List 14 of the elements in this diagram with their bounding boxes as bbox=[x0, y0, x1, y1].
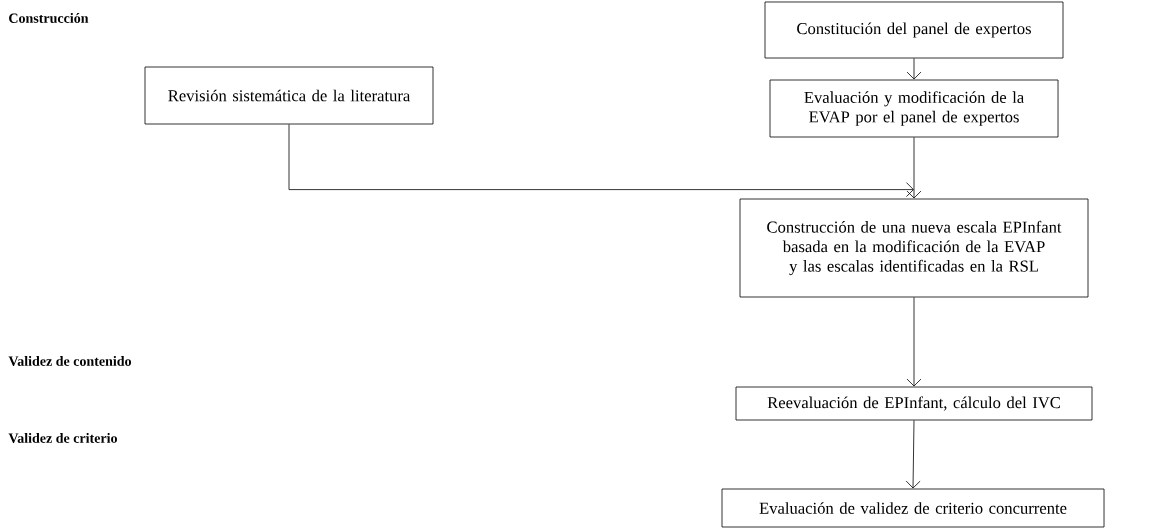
section-label: Validez de criterio bbox=[8, 433, 117, 443]
arrow bbox=[288, 124, 914, 197]
arrow bbox=[905, 420, 921, 489]
process-box: Construcción de una nueva escala EPInfant basada en la modificación de la EVAP y las escalas identificadas en la RSL bbox=[739, 198, 1089, 298]
section-label: Validez de contenido bbox=[8, 356, 131, 366]
process-box: Evaluación y modificación de la EVAP por el panel de expertos bbox=[769, 79, 1059, 138]
arrow bbox=[906, 58, 922, 80]
process-box: Reevaluación de EPInfant, cálculo del IVC bbox=[735, 386, 1093, 421]
arrow bbox=[906, 297, 922, 387]
process-box: Constitución del panel de expertos bbox=[764, 1, 1064, 59]
process-box: Revisión sistemática de la literatura bbox=[144, 66, 434, 125]
arrow bbox=[906, 137, 922, 199]
process-box: Evaluación de validez de criterio concurrente bbox=[721, 488, 1105, 528]
section-label: Construcción bbox=[9, 13, 89, 23]
